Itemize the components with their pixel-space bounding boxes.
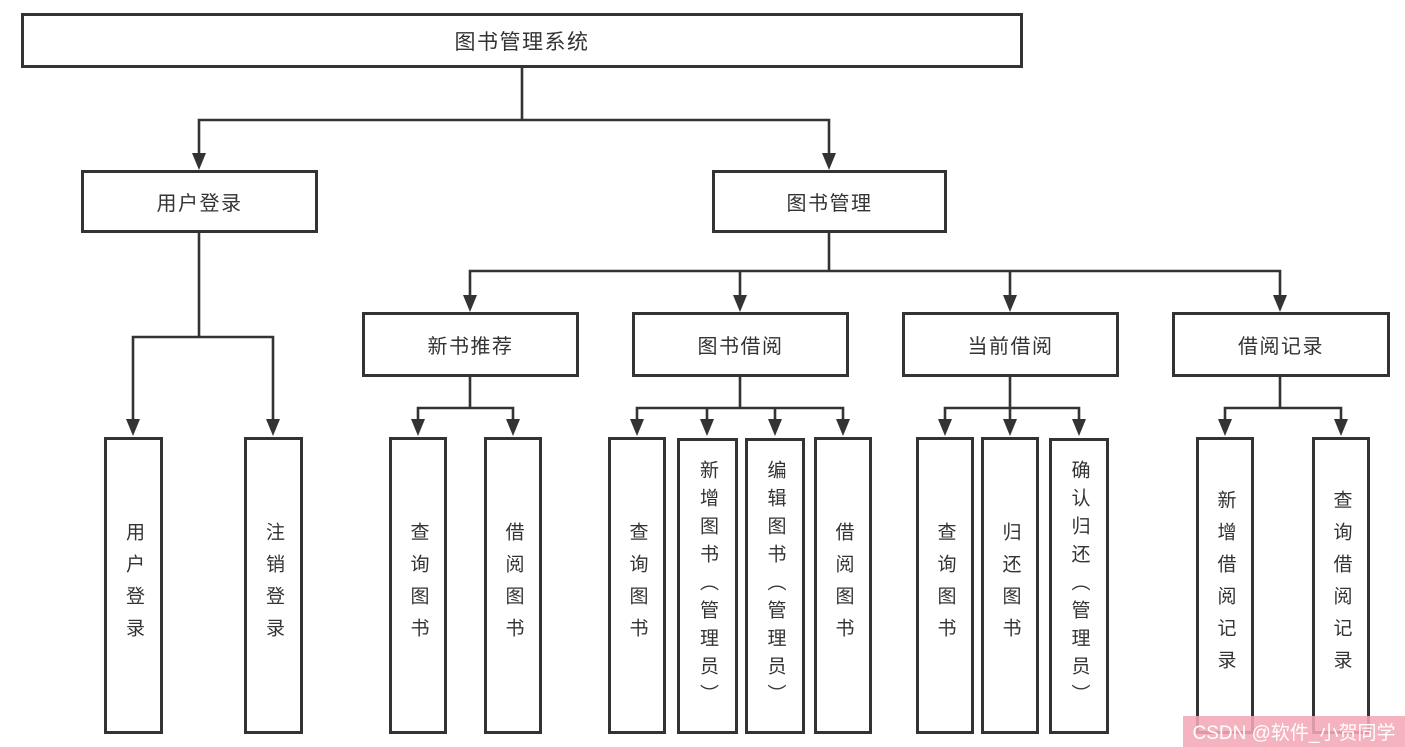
node-user-login: 用户登录 [81,170,318,233]
leaf-user-login: 用户登录 [104,437,163,734]
csdn-watermark: CSDN @软件_小贺同学 [1183,716,1405,747]
node-book-management: 图书管理 [712,170,947,233]
leaf-add-books-admin: 新增图书（管理员） [677,438,738,734]
leaf-confirm-return-admin: 确认归还（管理员） [1049,438,1109,734]
node-current-borrow: 当前借阅 [902,312,1119,377]
watermark-text: CSDN @软件_小贺同学 [1192,723,1396,744]
node-book-borrow: 图书借阅 [632,312,849,377]
leaf-query-borrow-record: 查询借阅记录 [1312,437,1370,734]
node-root-library-system: 图书管理系统 [21,13,1023,68]
node-new-book-recommend: 新书推荐 [362,312,579,377]
leaf-query-books-borrow: 查询图书 [608,437,666,734]
leaf-borrow-books: 借阅图书 [814,437,872,734]
leaf-query-books-recommend: 查询图书 [389,437,447,734]
leaf-query-books-current: 查询图书 [916,437,974,734]
node-borrow-records: 借阅记录 [1172,312,1390,377]
leaf-return-books: 归还图书 [981,437,1039,734]
leaf-add-borrow-record: 新增借阅记录 [1196,437,1254,734]
leaf-edit-books-admin: 编辑图书（管理员） [745,438,805,734]
leaf-borrow-books-recommend: 借阅图书 [484,437,542,734]
leaf-logout: 注销登录 [244,437,303,734]
